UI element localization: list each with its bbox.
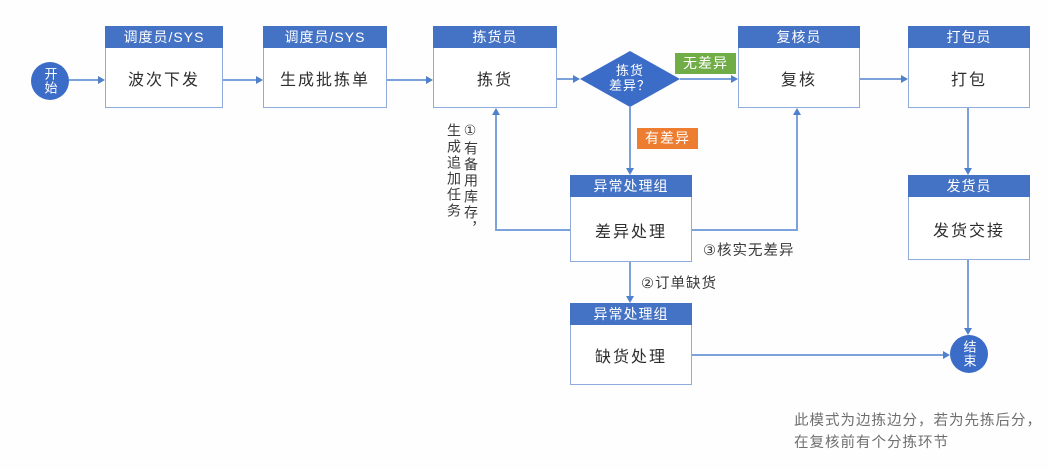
arrowhead	[573, 75, 580, 83]
label-order-shortage: ②订单缺货	[641, 276, 717, 292]
decision-picking-difference: 拣货 差异？	[580, 51, 680, 107]
decision-label-line1: 拣货	[615, 63, 644, 79]
step-task: 差异处理	[594, 223, 667, 241]
connector-difference-to-picking-h	[495, 229, 570, 231]
step-review: 复核员 复核	[738, 26, 860, 108]
connector-batch-to-picking	[387, 79, 427, 81]
annotation-col-second: 生成追加任务	[446, 123, 462, 219]
connector-review-to-packing	[860, 78, 902, 80]
connector-start-to-wave	[69, 79, 99, 81]
connector-picking-to-decision	[557, 78, 574, 80]
connector-difference-to-review-h	[692, 229, 798, 231]
connector-difference-to-review-v	[796, 114, 798, 231]
step-difference-handling: 异常处理组 差异处理	[570, 175, 692, 262]
step-role: 拣货员	[433, 26, 557, 48]
footnote-line2: 在复核前有个分拣环节	[794, 435, 949, 451]
step-task: 生成批拣单	[279, 72, 370, 89]
step-task: 复核	[780, 72, 817, 89]
arrowhead	[426, 76, 433, 84]
step-task: 波次下发	[127, 72, 200, 89]
connector-decision-to-review	[680, 78, 732, 80]
arrowhead	[492, 108, 500, 115]
badge-has-difference: 有差异	[637, 128, 698, 149]
arrowhead	[626, 296, 634, 303]
end-node: 结束	[950, 335, 988, 373]
annotation-col-first: ①有备用库存，	[463, 123, 479, 237]
start-node: 开始	[31, 62, 69, 100]
connector-shortage-to-end	[692, 354, 944, 356]
step-task: 拣货	[476, 72, 513, 89]
end-label: 结束	[961, 340, 977, 368]
start-label: 开始	[42, 67, 58, 95]
step-task: 打包	[950, 72, 987, 89]
connector-decision-to-difference	[629, 107, 631, 169]
step-role: 异常处理组	[570, 175, 692, 197]
arrowhead	[943, 351, 950, 359]
step-role: 复核员	[738, 26, 860, 48]
step-task: 发货交接	[932, 222, 1005, 240]
arrowhead	[901, 75, 908, 83]
step-role: 调度员/SYS	[105, 26, 223, 48]
connector-wave-to-batch	[223, 79, 257, 81]
badge-no-difference: 无差异	[675, 53, 736, 74]
annotation-backup-stock: 生成追加任务 ①有备用库存，	[446, 123, 479, 245]
connector-difference-to-picking-v	[495, 114, 497, 231]
arrowhead	[98, 76, 105, 84]
arrowhead	[626, 168, 634, 175]
connector-packing-to-shipping	[967, 108, 969, 169]
step-role: 发货员	[908, 175, 1030, 197]
step-picking: 拣货员 拣货	[433, 26, 557, 108]
arrowhead	[793, 108, 801, 115]
step-shortage-handling: 异常处理组 缺货处理	[570, 303, 692, 385]
arrowhead	[731, 75, 738, 83]
label-verify-no-difference: ③核实无差异	[703, 243, 795, 259]
step-role: 调度员/SYS	[263, 26, 387, 48]
decision-label-line2: 差异？	[608, 78, 651, 93]
step-packing: 打包员 打包	[908, 26, 1030, 108]
connector-shipping-to-end	[967, 260, 969, 329]
step-role: 异常处理组	[570, 303, 692, 325]
step-generate-batch-pick-list: 调度员/SYS 生成批拣单	[263, 26, 387, 108]
step-shipping-handover: 发货员 发货交接	[908, 175, 1030, 260]
connector-difference-to-shortage	[629, 262, 631, 297]
arrowhead	[964, 328, 972, 335]
step-task: 缺货处理	[594, 349, 667, 366]
arrowhead	[256, 76, 263, 84]
footnote: 此模式为边拣边分，若为先拣后分， 在复核前有个分拣环节	[794, 410, 1046, 454]
footnote-line1: 此模式为边拣边分，若为先拣后分，	[794, 413, 1042, 429]
step-wave-release: 调度员/SYS 波次下发	[105, 26, 223, 108]
step-role: 打包员	[908, 26, 1030, 48]
arrowhead	[964, 168, 972, 175]
